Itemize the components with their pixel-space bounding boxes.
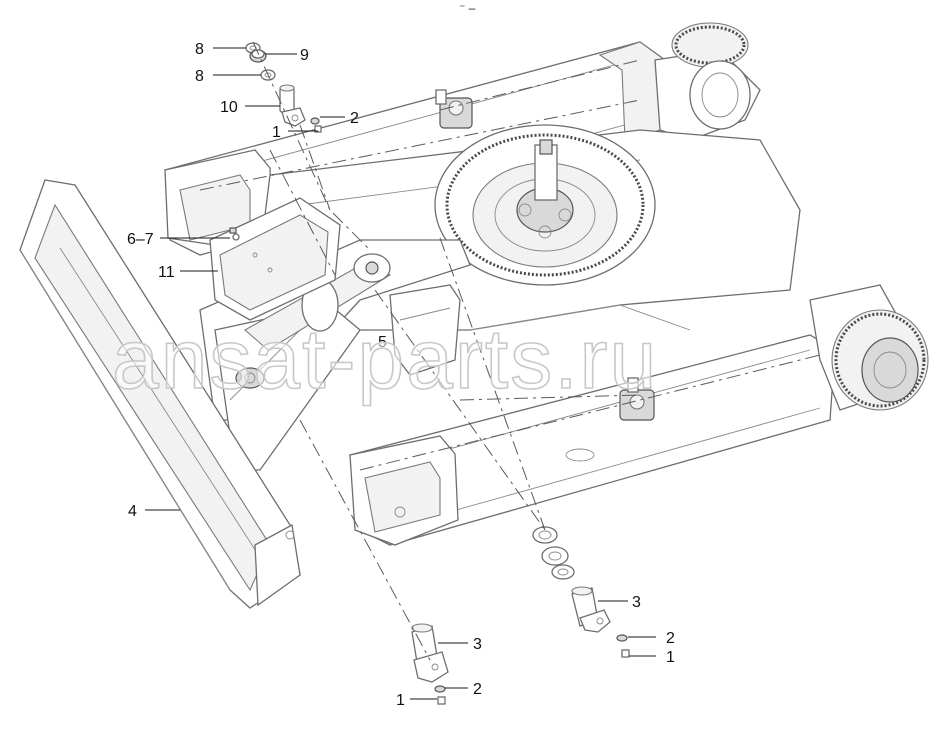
callout-11: 11	[158, 264, 175, 281]
travel-motor	[809, 284, 929, 411]
callout-leaders	[145, 47, 656, 700]
upper-bolt-1	[314, 125, 322, 133]
header-mark: ⁻ ‒	[459, 1, 476, 15]
callout-6-7: 6–7	[127, 231, 154, 248]
upper-pin-10	[279, 84, 306, 127]
arm-pivot	[235, 367, 265, 389]
callout-3-right: 3	[632, 594, 641, 611]
bottom-pin-3	[411, 623, 449, 683]
callout-2-right: 2	[666, 630, 675, 647]
lower-track-rail	[349, 334, 836, 546]
callout-4: 4	[128, 503, 137, 520]
right-bolt-1	[621, 649, 630, 658]
callout-1-right: 1	[666, 649, 675, 666]
right-nut-2	[616, 634, 628, 642]
right-pin-3	[571, 586, 611, 633]
callout-1-bottom: 1	[396, 692, 405, 709]
upper-bushing-9	[249, 49, 267, 63]
callout-2-top: 2	[350, 110, 359, 127]
bottom-bolt-1	[437, 696, 446, 705]
upper-idler-housing	[654, 22, 761, 141]
callout-8-top: 8	[195, 41, 204, 58]
callout-2-bottom: 2	[473, 681, 482, 698]
watermark-logo: ansat-parts.ru	[112, 312, 658, 406]
callout-5: 5	[378, 334, 387, 351]
callout-10: 10	[220, 99, 238, 116]
callout-labels: 8 9 8 10 2 1 6–7 11 5 4 3 2 1 3 1 2	[127, 41, 675, 709]
slewing-ring	[434, 124, 656, 286]
cylinder-guard	[209, 197, 341, 321]
dozer-blade	[19, 179, 301, 609]
upper-nut-2	[310, 117, 320, 125]
callout-8-lower: 8	[195, 68, 204, 85]
callout-1-top: 1	[272, 124, 281, 141]
guard-bolt-6-7	[229, 227, 240, 241]
cylinder-mount-bracket	[389, 284, 461, 376]
bottom-nut-2	[434, 685, 446, 693]
callout-9: 9	[300, 47, 309, 64]
upper-rail-bracket	[435, 89, 473, 129]
lower-washer-stack	[532, 526, 575, 580]
lower-rail-bracket	[619, 377, 655, 421]
callout-3-bottom: 3	[473, 636, 482, 653]
assembly-centerlines	[199, 41, 821, 661]
